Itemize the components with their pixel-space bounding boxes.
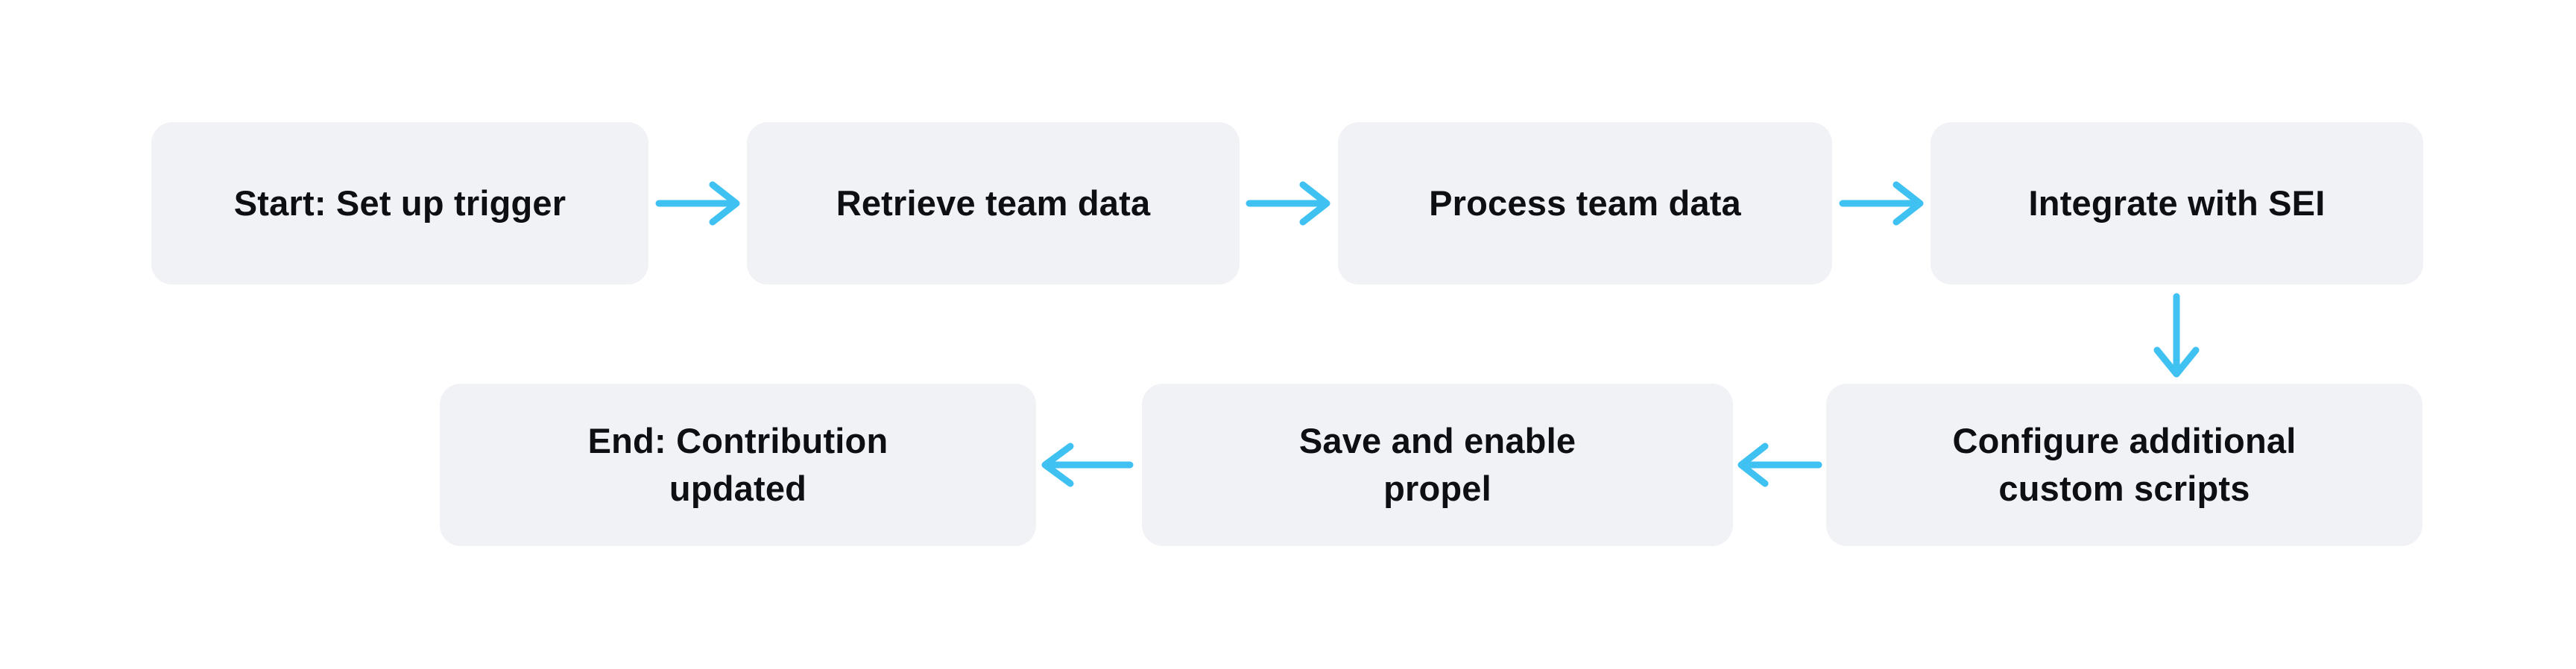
node-configure-custom-scripts-label: Configure additional custom scripts xyxy=(1952,421,2296,508)
node-retrieve-team-data-label: Retrieve team data xyxy=(836,183,1151,223)
node-configure-custom-scripts: Configure additional custom scripts xyxy=(1826,384,2422,546)
node-start-label: Start: Set up trigger xyxy=(233,183,566,223)
arrow-down-icon xyxy=(2153,293,2200,378)
node-integrate-with-sei-label: Integrate with SEI xyxy=(2028,183,2326,223)
node-retrieve-team-data: Retrieve team data xyxy=(747,122,1240,285)
node-integrate-with-sei: Integrate with SEI xyxy=(1931,122,2423,285)
arrow-left-icon xyxy=(1737,443,1822,487)
arrow-right-icon xyxy=(655,181,740,226)
node-end: End: Contribution updated xyxy=(440,384,1036,546)
node-end-label: End: Contribution updated xyxy=(587,421,888,508)
node-process-team-data: Process team data xyxy=(1338,122,1832,285)
arrow-right-icon xyxy=(1839,181,1924,226)
node-save-and-enable-propel-label: Save and enable propel xyxy=(1298,421,1576,508)
arrow-right-icon xyxy=(1246,181,1330,226)
node-process-team-data-label: Process team data xyxy=(1429,183,1741,223)
node-start: Start: Set up trigger xyxy=(151,122,648,285)
node-save-and-enable-propel: Save and enable propel xyxy=(1142,384,1733,546)
arrow-left-icon xyxy=(1041,443,1134,487)
